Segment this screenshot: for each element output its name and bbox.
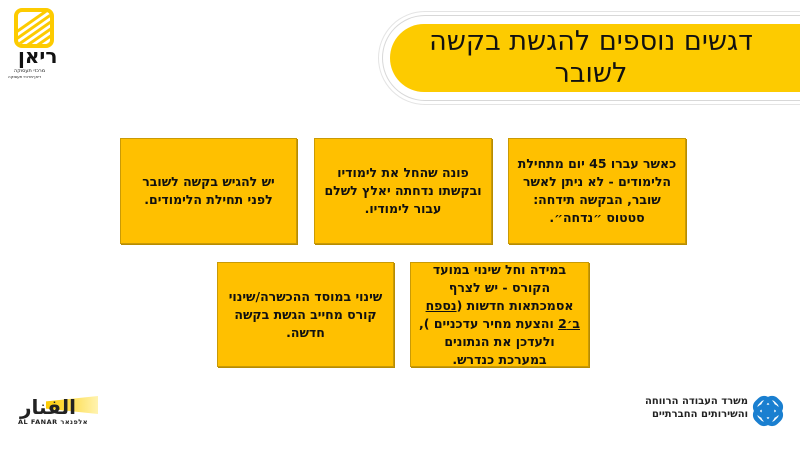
info-card-institution-change: שינוי במוסד ההכשרה/שינוי קורס מחייב הגשת…: [217, 262, 394, 367]
al-fanar-arabic: الفنار: [20, 395, 76, 419]
appendix-b2-link[interactable]: נספח ב׳2: [425, 297, 580, 331]
page-title: דגשים נוספים להגשת בקשה לשובר: [429, 26, 753, 90]
ministry-name-line-1: משרד העבודה הרווחה: [645, 396, 748, 407]
info-card-submit-before: יש להגיש בקשה לשובר לפני תחילת הלימודים.: [120, 138, 297, 244]
ministry-knot-icon: [752, 395, 784, 427]
rayan-logo-subtitle: מרכזי תעסוקה: [14, 68, 46, 74]
rayan-logo-name: ריאן: [18, 44, 58, 68]
card-text: פונה שהחל את לימודיו ובקשתו נדחתה יאלץ ל…: [324, 165, 482, 216]
rayan-logo-tagline: ריאן-מרכזי תעסוקה: [8, 74, 42, 79]
card-text-part: והצעת מחיר עדכניים ), ולעדכן את הנתונים …: [419, 315, 559, 367]
title-line-2: לשובר: [554, 58, 628, 89]
ministry-logo: משרד העבודה הרווחה והשירותים החברתיים: [632, 393, 792, 429]
info-card-45-days: כאשר עברו 45 יום מתחילת הלימודים - לא ני…: [508, 138, 686, 244]
al-fanar-latin: AL FANAR אלפנאר: [18, 418, 88, 426]
rayan-logo: ריאן מרכזי תעסוקה ריאן-מרכזי תעסוקה: [8, 8, 68, 80]
ministry-name: משרד העבודה הרווחה והשירותים החברתיים: [645, 395, 748, 421]
card-text: יש להגיש בקשה לשובר לפני תחילת הלימודים.: [142, 174, 275, 207]
card-text: במידה וחל שינוי במועד הקורס - יש לצרף אס…: [419, 261, 580, 369]
al-fanar-logo: الفنار AL FANAR אלפנאר: [16, 393, 116, 429]
title-line-1: דגשים נוספים להגשת בקשה: [429, 26, 753, 57]
lighthouse-beam-icon: [46, 396, 98, 414]
card-text: כאשר עברו 45 יום מתחילת הלימודים - לא ני…: [517, 156, 677, 225]
rayan-logo-icon: [14, 8, 54, 48]
ministry-name-line-2: והשירותים החברתיים: [651, 409, 748, 420]
title-banner: דגשים נוספים להגשת בקשה לשובר: [390, 24, 800, 92]
info-card-date-change: במידה וחל שינוי במועד הקורס - יש לצרף אס…: [410, 262, 589, 367]
card-text-part: במידה וחל שינוי במועד הקורס - יש לצרף אס…: [432, 261, 574, 313]
info-card-started-studies: פונה שהחל את לימודיו ובקשתו נדחתה יאלץ ל…: [314, 138, 492, 244]
card-text: שינוי במוסד ההכשרה/שינוי קורס מחייב הגשת…: [228, 288, 383, 340]
